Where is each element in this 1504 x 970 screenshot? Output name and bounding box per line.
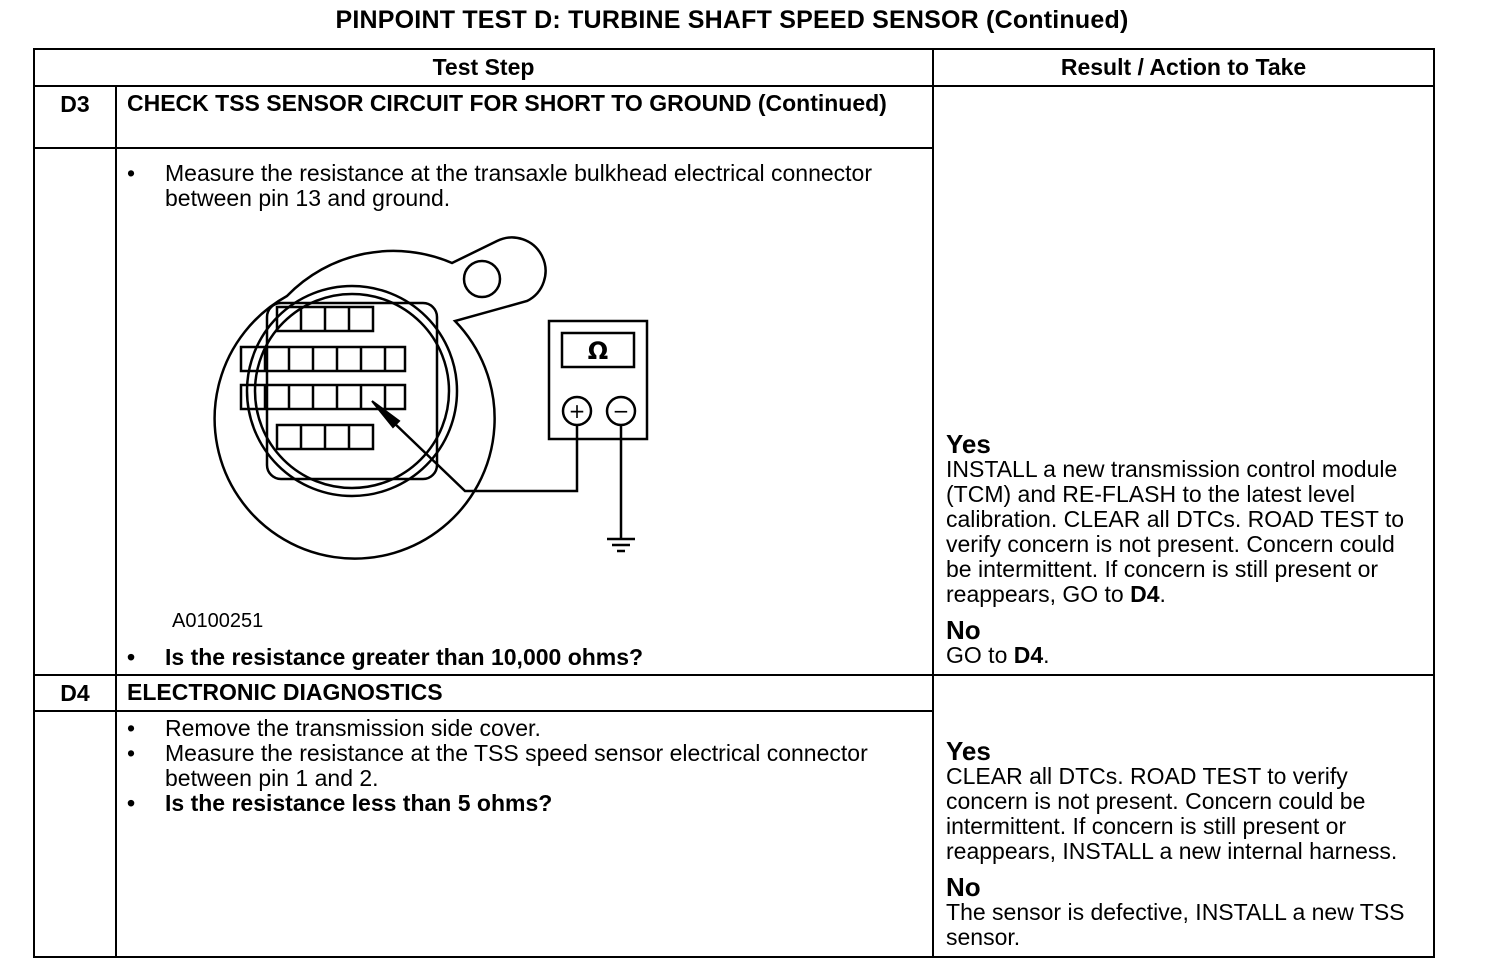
probe-lead bbox=[391, 420, 579, 493]
d3-yes-text: INSTALL a new transmission control modul… bbox=[946, 457, 1421, 607]
step-d4-heading: ELECTRONIC DIAGNOSTICS bbox=[114, 674, 935, 712]
d3-question-list: Is the resistance greater than 10,000 oh… bbox=[127, 645, 922, 671]
d3-no-text: GO to D4. bbox=[946, 643, 1421, 668]
step-d4-body-row: Remove the transmission side cover. Meas… bbox=[33, 710, 1434, 958]
step-d4-id: D4 bbox=[33, 674, 117, 712]
d3-no-body: GO to bbox=[946, 642, 1014, 668]
connector-pin-block bbox=[265, 301, 439, 481]
d4-bullet-measure: Measure the resistance at the TSS speed … bbox=[127, 741, 922, 791]
d4-bullet-list: Remove the transmission side cover. Meas… bbox=[127, 716, 922, 817]
step-d3-body: Measure the resistance at the transaxle … bbox=[114, 147, 935, 676]
d4-no-text: The sensor is defective, INSTALL a new T… bbox=[946, 899, 1405, 950]
step-d4-result: Yes CLEAR all DTCs. ROAD TEST to verify … bbox=[932, 674, 1436, 958]
figure-id: A0100251 bbox=[172, 610, 264, 632]
d4-bullet-remove: Remove the transmission side cover. bbox=[127, 716, 922, 742]
step-d4-body: Remove the transmission side cover. Meas… bbox=[114, 710, 935, 958]
d4-no-label: No bbox=[946, 872, 981, 902]
step-d3-body-row: Measure the resistance at the transaxle … bbox=[33, 147, 1434, 676]
d3-yes-body: INSTALL a new transmission control modul… bbox=[946, 456, 1405, 607]
step-d3-id-spacer bbox=[33, 147, 117, 676]
pin-row-3 bbox=[239, 383, 407, 411]
result-header: Result / Action to Take bbox=[932, 48, 1436, 87]
step-d4-id-spacer bbox=[33, 710, 117, 958]
d3-question: Is the resistance greater than 10,000 oh… bbox=[127, 645, 922, 671]
d3-no-goto-link[interactable]: D4 bbox=[1013, 642, 1044, 668]
ohmmeter-body bbox=[547, 319, 649, 441]
connector-knob bbox=[462, 259, 502, 299]
d4-yes-text: CLEAR all DTCs. ROAD TEST to verify conc… bbox=[946, 763, 1398, 864]
d3-bullet-list: Measure the resistance at the transaxle … bbox=[127, 161, 922, 211]
ohmmeter-display bbox=[560, 331, 636, 369]
plus-sign: + bbox=[569, 399, 586, 423]
d4-question: Is the resistance less than 5 ohms? bbox=[127, 791, 922, 817]
step-d3-result: Yes INSTALL a new transmission control m… bbox=[932, 85, 1436, 676]
connector-ring-inner bbox=[253, 292, 451, 490]
connector-ring-outer bbox=[245, 284, 459, 498]
d3-no-label: No bbox=[946, 615, 981, 645]
connector-diagram-svg: Ω + − bbox=[213, 236, 649, 560]
d3-yes-label: Yes bbox=[946, 429, 991, 459]
pinpoint-test-table: Test Step Result / Action to Take D3 CHE… bbox=[32, 48, 1436, 958]
probe-tip bbox=[371, 400, 401, 429]
d3-yes-end: . bbox=[1159, 581, 1166, 607]
d3-bullet-measure: Measure the resistance at the transaxle … bbox=[127, 161, 922, 211]
minus-sign: − bbox=[613, 399, 630, 423]
d4-yes-label: Yes bbox=[946, 736, 991, 766]
table-header-row: Test Step Result / Action to Take bbox=[32, 48, 1436, 87]
d3-no-end: . bbox=[1043, 642, 1050, 668]
d3-yes-goto-link[interactable]: D4 bbox=[1130, 581, 1160, 607]
test-step-header: Test Step bbox=[32, 48, 935, 87]
ohm-symbol: Ω bbox=[588, 337, 608, 365]
connector-diagram: Ω + − A0100251 bbox=[127, 211, 922, 632]
step-d3-heading-row: D3 CHECK TSS SENSOR CIRCUIT FOR SHORT TO… bbox=[33, 85, 1436, 676]
page-title: PINPOINT TEST D: TURBINE SHAFT SPEED SEN… bbox=[335, 6, 1129, 34]
step-d4-heading-row: D4 ELECTRONIC DIAGNOSTICS Yes CLEAR all … bbox=[33, 674, 1436, 958]
step-d3-heading: CHECK TSS SENSOR CIRCUIT FOR SHORT TO GR… bbox=[114, 85, 935, 149]
connector-flange bbox=[213, 236, 547, 560]
step-d3-id: D3 bbox=[33, 85, 117, 149]
pin-row-2 bbox=[239, 345, 407, 373]
